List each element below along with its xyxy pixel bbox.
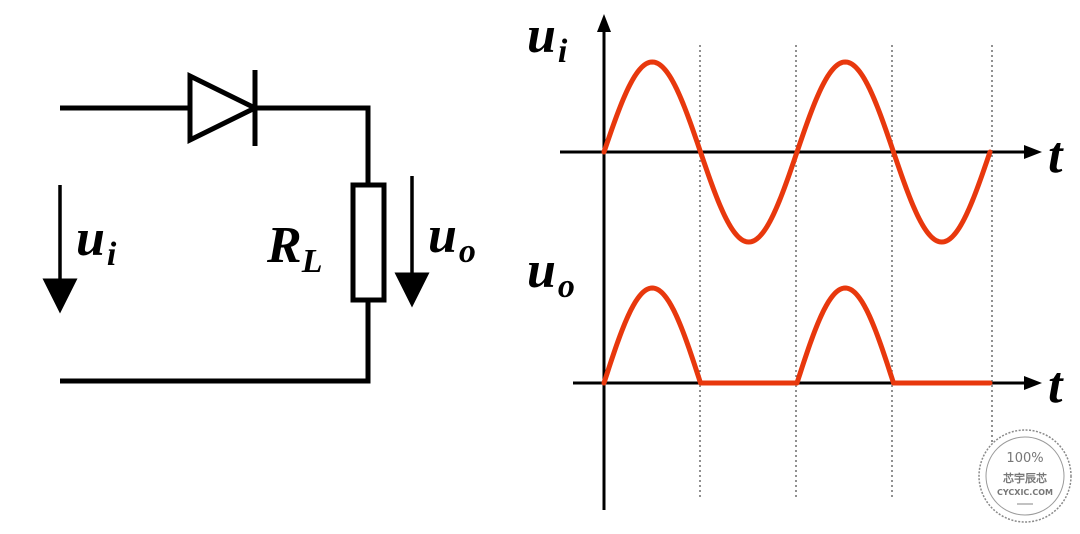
load-resistor bbox=[350, 182, 387, 303]
diode-symbol bbox=[187, 70, 261, 146]
vertical-axis-arrowhead bbox=[597, 14, 611, 32]
input-voltage-label: ui bbox=[76, 210, 117, 273]
period-guides bbox=[699, 45, 993, 500]
output-rectified-wave bbox=[601, 285, 993, 386]
waveform-plots: ui uo t t bbox=[527, 7, 1064, 510]
watermark-stamp: 100% 芯宇辰芯 CYCXIC.COM bbox=[978, 429, 1072, 523]
input-time-label: t bbox=[1048, 127, 1064, 184]
output-voltage-label: uo bbox=[428, 207, 476, 270]
diode-triangle bbox=[187, 71, 261, 145]
input-time-axis-arrowhead bbox=[1024, 145, 1042, 159]
output-time-label: t bbox=[1048, 357, 1064, 414]
output-axis-label: uo bbox=[527, 242, 575, 305]
stamp-percent-text: 100% bbox=[1006, 451, 1043, 466]
stamp-inner-ring bbox=[985, 436, 1065, 516]
top-wire-right bbox=[255, 105, 371, 185]
input-axis-label: ui bbox=[527, 7, 568, 70]
bottom-wire bbox=[60, 300, 371, 384]
stamp-name-text: 芯宇辰芯 bbox=[1003, 471, 1047, 485]
output-time-axis-arrowhead bbox=[1024, 376, 1042, 390]
stamp-domain-text: CYCXIC.COM bbox=[997, 488, 1053, 497]
stamp-outer-ring bbox=[978, 429, 1072, 523]
input-sine-wave bbox=[601, 59, 993, 245]
circuit: ui RL uo bbox=[42, 70, 476, 384]
resistor-label: RL bbox=[266, 217, 322, 280]
